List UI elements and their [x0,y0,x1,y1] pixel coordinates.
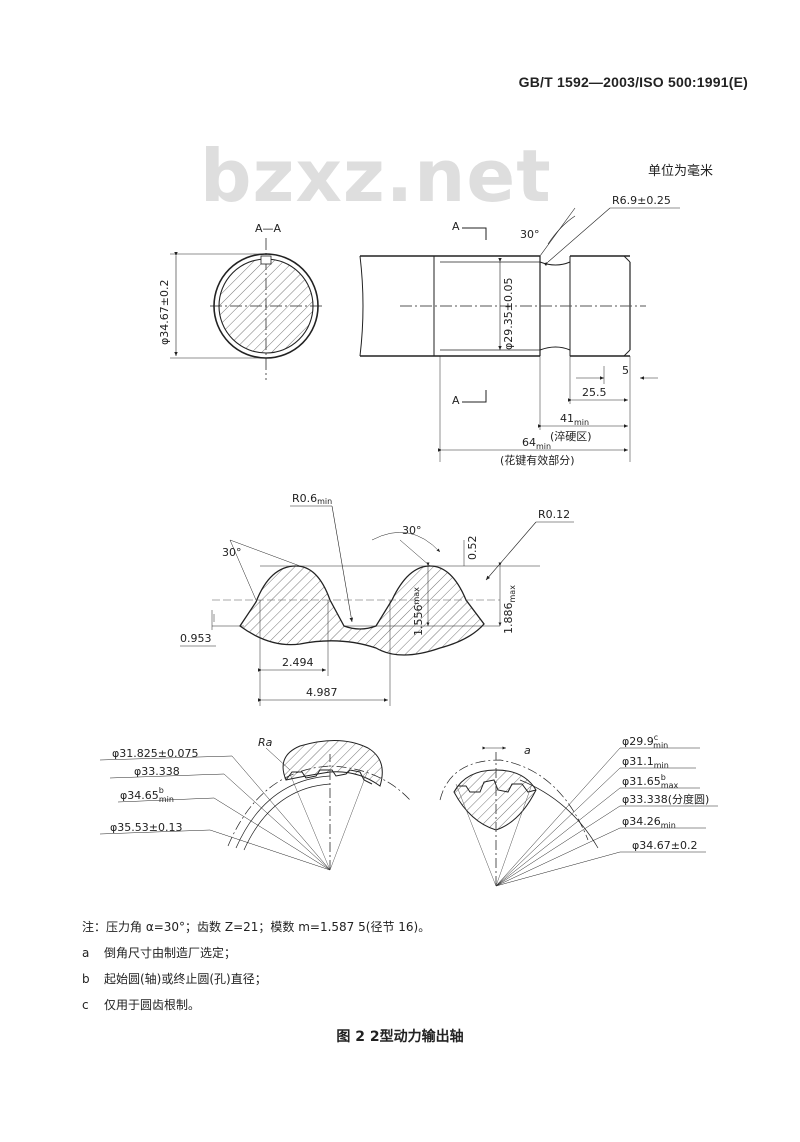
dim-1-556: 1.556 [412,605,425,637]
left-r-mark: Ra [258,736,273,749]
right-d1: φ29.9 [622,735,654,748]
left-d1: φ31.825±0.075 [112,747,198,760]
standard-code: GB/T 1592—2003/ISO 500:1991(E) [518,74,748,90]
right-d6: φ34.67±0.2 [632,839,697,852]
shaft-angle: 30° [520,228,540,241]
hardened-zone: (淬硬区) [550,429,592,443]
note-a-text: 倒角尺寸由制造厂选定； [104,946,237,960]
svg-text:64min: 64min [522,436,551,451]
right-d5: φ34.26 [622,815,661,828]
dim-5: 5 [622,364,629,377]
section-view: A—A φ34.67±0.2 [158,222,322,380]
note-a: a 倒角尺寸由制造厂选定； [82,940,430,966]
shaft-view: A A φ29.35±0.05 30° R6.9±0.25 [359,194,680,467]
dim-0-52: 0.52 [466,536,479,561]
note-c-mark: c [82,998,89,1012]
right-d2-sub: min [654,761,669,770]
dim-1-886: 1.886 [502,603,515,635]
dim-1-556-sub: max [412,587,421,605]
unit-note: 单位为毫米 [648,164,714,179]
notes-main: 注：压力角 α=30°；齿数 Z=21；模数 m=1.587 5(径节 16)。 [82,920,431,934]
angle-right: 30° [402,524,422,537]
watermark: bzxz.net [200,134,552,218]
dim-1-886-sub: max [508,585,517,603]
note-b-text: 起始圆(轴)或终止圆(孔)直径； [104,972,267,986]
note-a-mark: a [82,946,90,960]
right-mark: a [524,744,531,757]
svg-text:41min: 41min [560,412,589,427]
dim-41-sub: min [574,418,589,427]
section-mark-top: A [452,220,460,233]
dim-25-5: 25.5 [582,386,607,399]
left-d2: φ33.338 [134,765,180,778]
right-d5-sub: min [661,821,676,830]
dim-2-494: 2.494 [282,656,314,669]
tip-radius: R0.12 [538,508,570,521]
note-c: c 仅用于圆齿根制。 [82,992,430,1018]
note-c-text: 仅用于圆齿根制。 [104,998,201,1012]
right-d3: φ31.65 [622,775,661,788]
tooth-profile: 0.953 2.494 4.987 30° R0.6min 30° 0.52 R… [180,492,574,706]
right-d3-sup: b [661,773,666,782]
section-label: A—A [255,222,282,235]
svg-text:φ31.1min: φ31.1min [622,755,669,770]
dim-64-sub: min [536,442,551,451]
left-d4: φ35.53±0.13 [110,821,182,834]
effective-part: (花键有效部分) [500,453,575,467]
section-diameter: φ34.67±0.2 [158,280,171,345]
right-d4: φ33.338(分度圆) [622,792,709,806]
note-b: b 起始圆(轴)或终止圆(孔)直径； [82,966,430,992]
svg-text:φ34.26min: φ34.26min [622,815,676,830]
dim-0-953: 0.953 [180,632,212,645]
section-mark-bottom: A [452,394,460,407]
dim-4-987: 4.987 [306,686,338,699]
notes: 注：压力角 α=30°；齿数 Z=21；模数 m=1.587 5(径节 16)。… [82,914,430,1018]
right-d1-sup: c [654,733,658,742]
left-d3-sub: min [159,795,174,804]
dim-64: 64 [522,436,536,449]
angle-left: 30° [222,546,242,559]
svg-text:1.886max: 1.886max [502,585,517,634]
right-d1-sub: min [653,741,668,750]
right-d2: φ31.1 [622,755,654,768]
left-d3: φ34.65 [120,789,159,802]
svg-text:R0.6min: R0.6min [292,492,332,506]
right-d3-sub: max [661,781,679,790]
dim-41: 41 [560,412,574,425]
figure-caption: 图 2 2型动力输出轴 [336,1029,464,1045]
shaft-diameter: φ29.35±0.05 [502,278,515,350]
root-radius: R0.6 [292,492,317,505]
left-d3-sup: b [159,786,164,795]
svg-text:1.556max: 1.556max [412,587,425,636]
shaft-radius: R6.9±0.25 [612,194,671,207]
root-radius-sub: min [317,497,332,506]
note-b-mark: b [82,972,90,986]
